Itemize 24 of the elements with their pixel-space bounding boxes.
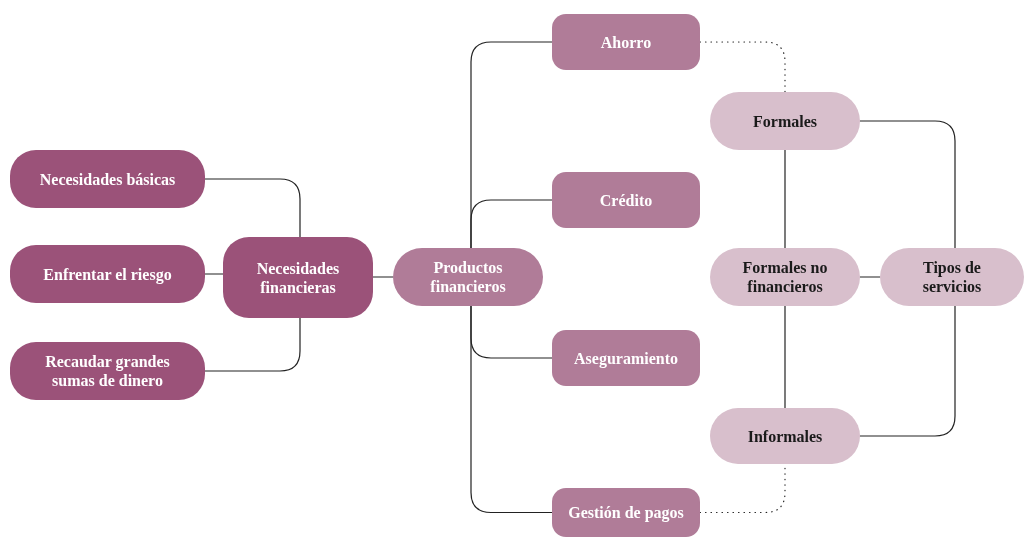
- rounded-box: Recaudar grandes sumas de dinero: [10, 342, 205, 400]
- rounded-box: Formales no financieros: [710, 248, 860, 306]
- rounded-box: Ahorro: [552, 14, 700, 70]
- connector-line: [204, 317, 301, 372]
- rounded-box: Enfrentar el riesgo: [10, 245, 205, 303]
- connector-line: [859, 276, 881, 278]
- rounded-box: Gestión de pagos: [552, 488, 700, 537]
- connector-line: [372, 276, 394, 278]
- connector-line: [784, 305, 786, 409]
- connector-line: [859, 120, 956, 249]
- connector-line: [204, 178, 301, 238]
- connector-line: [784, 149, 786, 249]
- connector-line: [859, 305, 956, 437]
- rounded-box: Formales: [710, 92, 860, 150]
- rounded-box: Tipos de servicios: [880, 248, 1024, 306]
- connector-line: [470, 199, 553, 249]
- rounded-box: Crédito: [552, 172, 700, 228]
- connector-line: [204, 273, 224, 275]
- rounded-box: Necesidades básicas: [10, 150, 205, 208]
- rounded-box: Informales: [710, 408, 860, 464]
- connector-line: [470, 305, 553, 514]
- rounded-box: Necesidades financieras: [223, 237, 373, 318]
- rounded-box: Aseguramiento: [552, 330, 700, 386]
- rounded-box: Productos financieros: [393, 248, 543, 306]
